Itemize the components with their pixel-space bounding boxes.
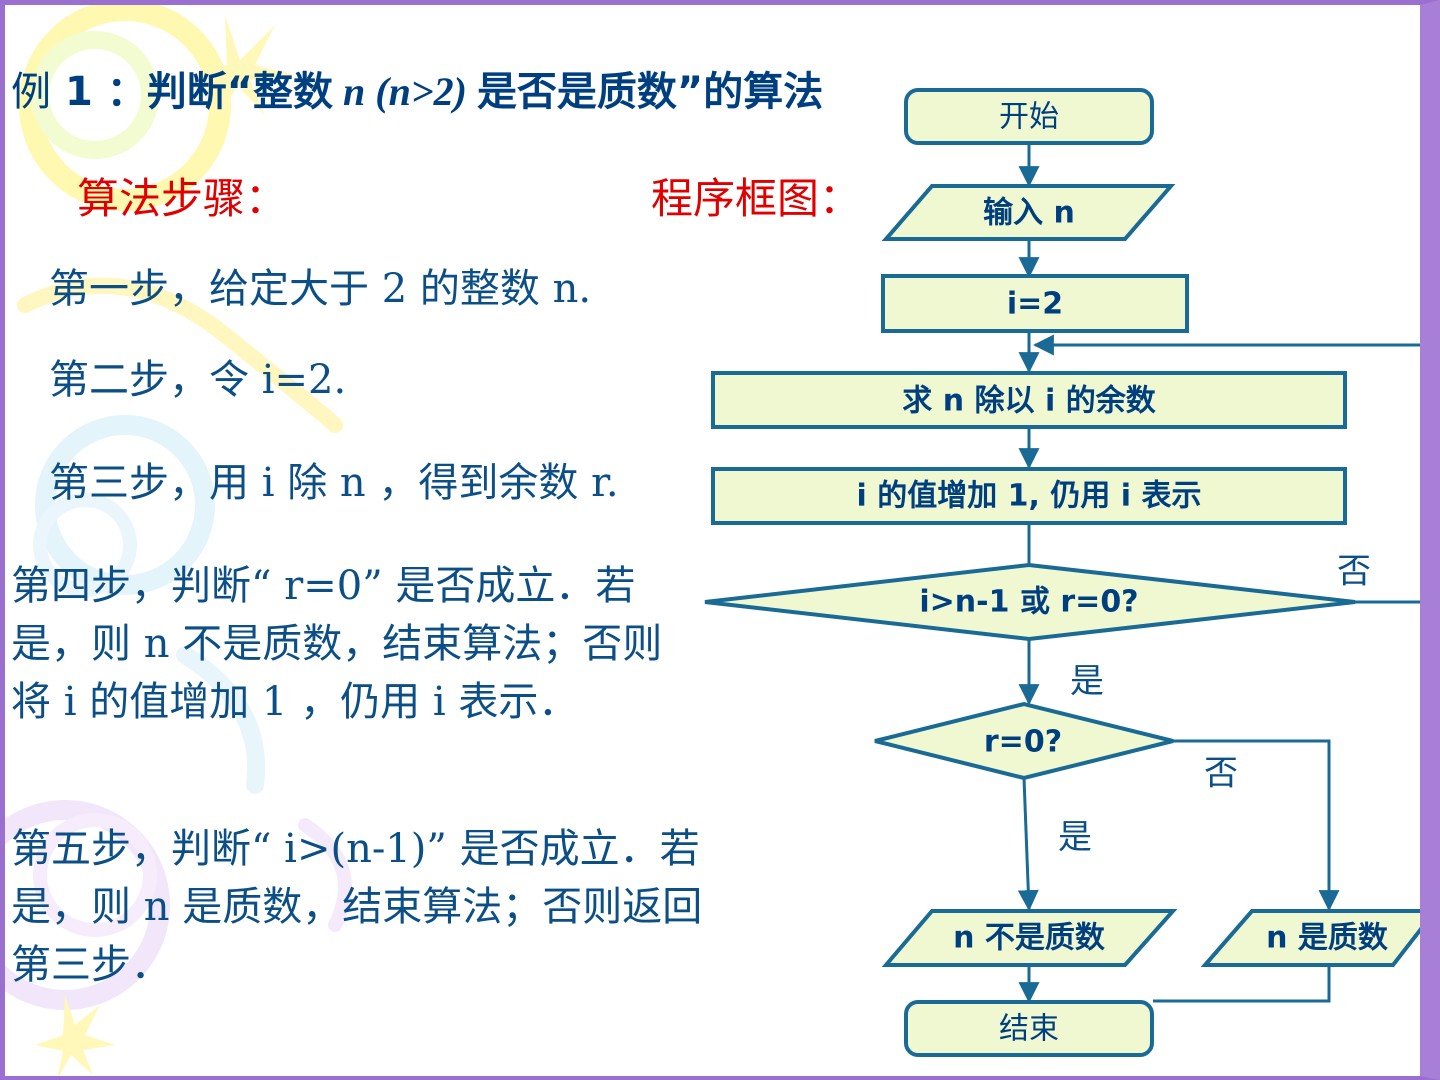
increment-label: i 的值增加 1, 仍用 i 表示 [856, 479, 1201, 514]
prime-label: n 是质数 [1266, 921, 1389, 956]
not-prime-node [881, 909, 1178, 967]
not-prime-label: n 不是质数 [953, 921, 1106, 956]
title-variable: n (n>2) [333, 69, 477, 114]
cond1-label: i>n-1 或 r=0? [919, 585, 1138, 620]
edge-decoration [1423, 903, 1440, 925]
slide-title: 例 1 ：判断“整数 n (n>2) 是否是质数”的算法 [11, 59, 823, 117]
input-node [881, 184, 1176, 241]
start-label: 开始 [999, 100, 1059, 135]
yes-label-2: 是 [1058, 818, 1092, 858]
input-label: 输入 n [983, 196, 1075, 231]
no-label-1: 否 [1337, 552, 1371, 592]
step-3: 第三步，用 i 除 n ，得到余数 r. [49, 460, 619, 506]
step-2: 第二步，令 i=2. [49, 357, 347, 403]
flowchart-heading: 程序框图： [651, 174, 862, 223]
init-label: i=2 [1007, 287, 1063, 322]
arrow-prime-end [1153, 965, 1331, 1003]
prime-node [1200, 909, 1420, 967]
loop-back-line [1032, 334, 1420, 604]
yes-label-1: 是 [1070, 662, 1104, 702]
start-node [904, 88, 1154, 145]
title-number: 1 [64, 69, 93, 115]
flowchart: 开始 输入 n i=2 求 n 除以 i 的余数 i 的值增加 1, 仍用 i … [704, 88, 1440, 1057]
step-4: 第四步，判断“ r=0” 是否成立．若是，则 n 不是质数，结束算法；否则将 i… [11, 563, 663, 725]
background-decoration [5, 5, 352, 1076]
init-node [881, 274, 1189, 333]
increment-node [711, 467, 1347, 525]
title-lead: 例 [11, 69, 51, 115]
remainder-node [711, 371, 1347, 429]
end-label: 结束 [999, 1012, 1059, 1047]
arrow-cond2-not-prime [1017, 777, 1039, 912]
algorithm-steps-heading: 算法步骤： [77, 174, 288, 223]
cond2-node [874, 701, 1174, 781]
no-label-2: 否 [1204, 754, 1238, 794]
end-node [904, 1000, 1154, 1057]
step-1: 第一步，给定大于 2 的整数 n. [49, 266, 592, 312]
title-part2: 是否是质数”的算法 [476, 69, 824, 115]
remainder-label: 求 n 除以 i 的余数 [902, 384, 1156, 419]
cond1-node [704, 562, 1356, 642]
cond2-label: r=0? [984, 725, 1062, 760]
step-5: 第五步，判断“ i>(n-1)” 是否成立．若是，则 n 是质数，结束算法；否则… [11, 826, 703, 988]
title-part1: ：判断“整数 [92, 69, 333, 115]
arrow-cond2-prime [1173, 739, 1340, 912]
